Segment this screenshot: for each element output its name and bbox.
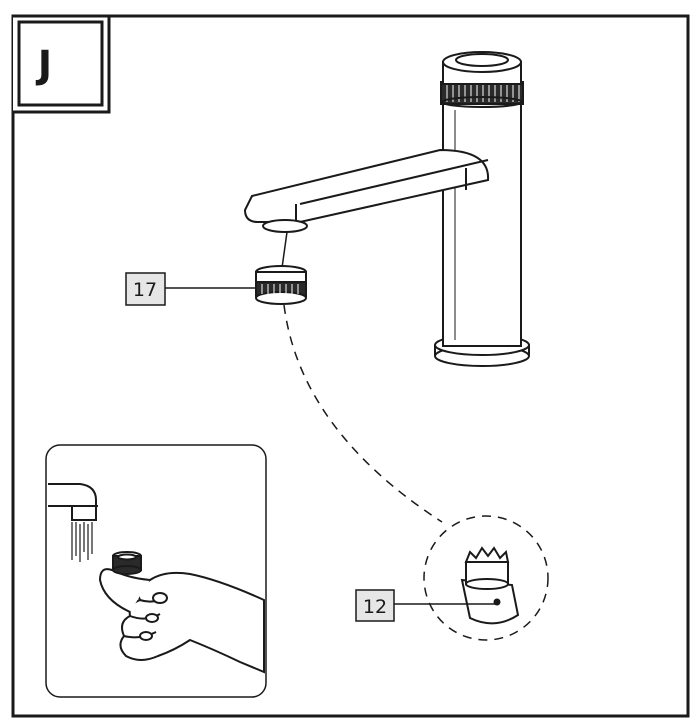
aerator-icon xyxy=(112,551,142,575)
dashed-connector xyxy=(283,304,443,523)
step-badge: J xyxy=(13,14,111,114)
callout-label-12: 12 xyxy=(363,596,387,618)
callout-12: 12 xyxy=(355,589,495,622)
hand-icon xyxy=(98,568,265,674)
callout-label-17: 17 xyxy=(133,279,157,301)
callout-17: 17 xyxy=(125,272,256,306)
faucet-icon xyxy=(48,483,98,521)
water-stream-icon xyxy=(71,522,93,562)
detail-circle xyxy=(423,515,549,641)
step-letter: J xyxy=(35,43,52,87)
diagram-frame xyxy=(11,14,690,718)
faucet-icon xyxy=(243,51,530,367)
aerator-icon xyxy=(255,265,307,305)
aerator-key-icon xyxy=(460,546,520,625)
inset-panel xyxy=(45,444,267,698)
